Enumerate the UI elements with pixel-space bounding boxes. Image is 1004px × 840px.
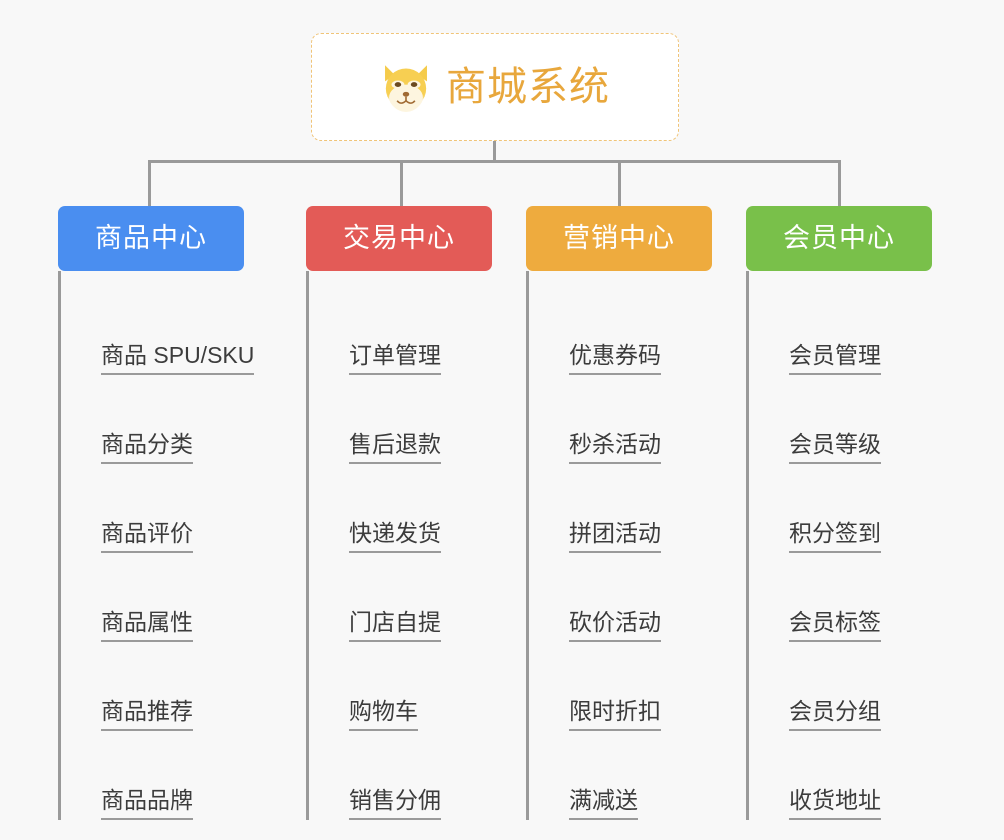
branch-header-3[interactable]: 会员中心 [746, 206, 932, 271]
branch-header-2[interactable]: 营销中心 [526, 206, 712, 271]
branch-product-center: 商品中心 商品 SPU/SKU 商品分类 商品评价 商品属性 商品推荐 商品品牌 [58, 206, 294, 820]
branch-member-center: 会员中心 会员管理 会员等级 积分签到 会员标签 会员分组 收货地址 [746, 206, 982, 820]
list-item[interactable]: 快递发货 [323, 464, 542, 553]
list-item-label: 商品品牌 [101, 786, 193, 813]
list-item-label: 会员管理 [789, 341, 881, 368]
list-item[interactable]: 优惠券码 [543, 286, 762, 375]
list-item-label: 售后退款 [349, 430, 441, 457]
list-item[interactable]: 收货地址 [763, 731, 982, 820]
list-item[interactable]: 积分签到 [763, 464, 982, 553]
list-item[interactable]: 门店自提 [323, 553, 542, 642]
list-item-label: 秒杀活动 [569, 430, 661, 457]
list-item-label: 会员等级 [789, 430, 881, 457]
shiba-dog-face-icon [385, 65, 427, 112]
list-item-label: 会员分组 [789, 697, 881, 724]
connector-bus [148, 160, 841, 163]
branch-header-label-0: 商品中心 [95, 223, 207, 253]
list-item[interactable]: 购物车 [323, 642, 542, 731]
list-item-label: 商品 SPU/SKU [101, 341, 255, 368]
list-item-label: 满减送 [569, 786, 638, 813]
list-item[interactable]: 商品推荐 [75, 642, 294, 731]
list-item-label: 优惠券码 [569, 341, 661, 368]
list-item[interactable]: 商品分类 [75, 375, 294, 464]
list-item[interactable]: 销售分佣 [323, 731, 542, 820]
list-item[interactable]: 订单管理 [323, 286, 542, 375]
branch-trade-center: 交易中心 订单管理 售后退款 快递发货 门店自提 购物车 销售分佣 [306, 206, 542, 820]
list-item-label: 积分签到 [789, 519, 881, 546]
root-title: 商城系统 [446, 65, 610, 109]
list-item-label: 订单管理 [349, 341, 441, 368]
list-item[interactable]: 售后退款 [323, 375, 542, 464]
list-item-label: 拼团活动 [569, 519, 661, 546]
list-item-label: 销售分佣 [349, 786, 441, 813]
branch-header-label-3: 会员中心 [783, 223, 895, 253]
branch-header-label-2: 营销中心 [563, 223, 675, 253]
list-item[interactable]: 会员分组 [763, 642, 982, 731]
list-item[interactable]: 满减送 [543, 731, 762, 820]
connector-drop-2 [618, 160, 621, 207]
list-item-label: 商品评价 [101, 519, 193, 546]
list-item[interactable]: 会员管理 [763, 286, 982, 375]
list-item[interactable]: 限时折扣 [543, 642, 762, 731]
list-item[interactable]: 砍价活动 [543, 553, 762, 642]
list-item-label: 砍价活动 [569, 608, 661, 635]
root-node[interactable]: 商城系统 [311, 33, 679, 141]
branch-body-3: 会员管理 会员等级 积分签到 会员标签 会员分组 收货地址 [746, 271, 982, 820]
branch-body-2: 优惠券码 秒杀活动 拼团活动 砍价活动 限时折扣 满减送 [526, 271, 762, 820]
list-item-label: 限时折扣 [569, 697, 661, 724]
list-item-label: 会员标签 [789, 608, 881, 635]
list-item-label: 商品推荐 [101, 697, 193, 724]
branch-body-0: 商品 SPU/SKU 商品分类 商品评价 商品属性 商品推荐 商品品牌 [58, 271, 294, 820]
list-item-label: 收货地址 [789, 786, 881, 813]
list-item[interactable]: 商品 SPU/SKU [75, 286, 294, 375]
list-item[interactable]: 秒杀活动 [543, 375, 762, 464]
list-item-label: 门店自提 [349, 608, 441, 635]
list-item[interactable]: 会员等级 [763, 375, 982, 464]
list-item[interactable]: 商品评价 [75, 464, 294, 553]
branch-header-0[interactable]: 商品中心 [58, 206, 244, 271]
connector-root-stem [493, 141, 496, 162]
list-item-label: 商品属性 [101, 608, 193, 635]
list-item-label: 商品分类 [101, 430, 193, 457]
branch-header-label-1: 交易中心 [343, 223, 455, 253]
branch-header-1[interactable]: 交易中心 [306, 206, 492, 271]
connector-drop-1 [400, 160, 403, 207]
list-item[interactable]: 拼团活动 [543, 464, 762, 553]
connector-drop-3 [838, 160, 841, 207]
list-item[interactable]: 商品属性 [75, 553, 294, 642]
list-item[interactable]: 商品品牌 [75, 731, 294, 820]
branch-body-1: 订单管理 售后退款 快递发货 门店自提 购物车 销售分佣 [306, 271, 542, 820]
list-item-label: 快递发货 [349, 519, 441, 546]
list-item-label: 购物车 [349, 697, 418, 724]
connector-drop-0 [148, 160, 151, 207]
list-item[interactable]: 会员标签 [763, 553, 982, 642]
branch-marketing-center: 营销中心 优惠券码 秒杀活动 拼团活动 砍价活动 限时折扣 满减送 [526, 206, 762, 820]
